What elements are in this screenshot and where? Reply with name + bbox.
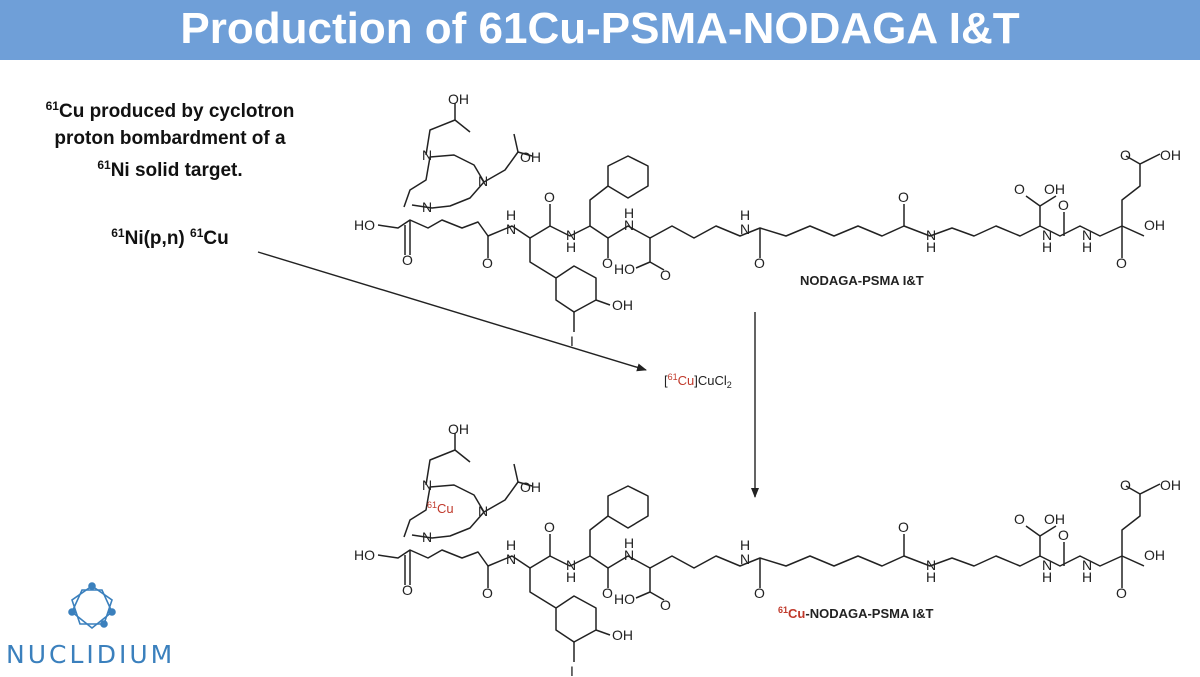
page-title: Production of 61Cu-PSMA-NODAGA I&T bbox=[180, 4, 1020, 53]
intro-line-2: proton bombardment of a bbox=[54, 128, 286, 149]
logo-wordmark: NUCLIDIUM bbox=[6, 640, 176, 669]
reagent-label: [61Cu]CuCl2 bbox=[664, 372, 732, 390]
diagonal-arrow bbox=[257, 251, 647, 372]
complexed-copper-label: 61Cu bbox=[427, 500, 454, 516]
intro-text: 61Cu produced by cyclotron proton bombar… bbox=[0, 93, 340, 184]
nuclidium-logo-icon bbox=[68, 582, 116, 630]
title-banner bbox=[0, 0, 1200, 60]
cu61-nodaga-psma-structure: 61Cu bbox=[353, 420, 1182, 677]
nuclear-reaction: 61Ni(p,n) 61Cu bbox=[111, 226, 229, 249]
intro-line-1: 61Cu produced by cyclotron bbox=[45, 99, 295, 122]
intro-line-3: 61Ni solid target. bbox=[97, 158, 243, 181]
bottom-molecule-label: 61Cu-NODAGA-PSMA I&T bbox=[778, 605, 933, 621]
top-molecule-label: NODAGA-PSMA I&T bbox=[800, 273, 924, 288]
nodaga-psma-structure bbox=[353, 90, 1182, 350]
